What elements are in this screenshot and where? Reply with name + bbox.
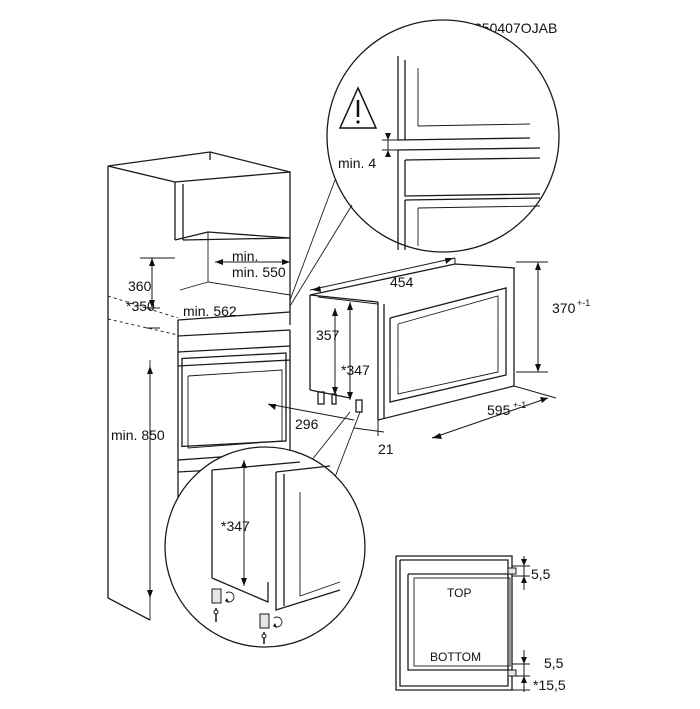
label-5-5-top: 5,5 xyxy=(531,566,551,582)
rotate-arrow-icon xyxy=(261,632,267,644)
label-360: 360 xyxy=(128,278,152,294)
label-595-tol: +-1 xyxy=(513,400,526,410)
detail-circle-top: min. 4 xyxy=(289,19,560,307)
label-370-tol: +-1 xyxy=(577,298,590,308)
detail-circle-bottom: *347 xyxy=(164,411,366,648)
label-595: 595 xyxy=(487,402,511,418)
foot-right xyxy=(259,613,283,629)
label-min-4: min. 4 xyxy=(338,155,376,171)
label-21: 21 xyxy=(378,441,394,457)
label-296: 296 xyxy=(295,416,319,432)
section-detail: TOP BOTTOM 5,5 5,5 *15,5 xyxy=(395,555,566,693)
label-5-5-bottom: 5,5 xyxy=(544,655,564,671)
foot-left xyxy=(211,588,235,604)
screw-icon xyxy=(213,608,219,622)
label-15-5: *15,5 xyxy=(533,677,566,693)
oven-dimensions: 454 370 +-1 357 *347 296 21 595 +-1 xyxy=(267,257,590,457)
cabinet-dimensions: 360 *350 min. min. 550 min. 562 min. 850 xyxy=(111,248,290,598)
warning-triangle-icon xyxy=(338,86,378,129)
label-min-850: min. 850 xyxy=(111,427,165,443)
label-370: 370 xyxy=(552,300,576,316)
label-min-550: min. 550 xyxy=(232,264,286,280)
label-min-550-a: min. xyxy=(232,248,258,264)
label-454: 454 xyxy=(390,274,414,290)
label-detail-347: *347 xyxy=(221,518,250,534)
label-347: *347 xyxy=(341,362,370,378)
label-top: TOP xyxy=(447,586,471,600)
label-350: *350 xyxy=(126,298,155,314)
label-bottom: BOTTOM xyxy=(430,650,481,664)
label-min-562: min. 562 xyxy=(183,303,237,319)
label-357: 357 xyxy=(316,327,340,343)
